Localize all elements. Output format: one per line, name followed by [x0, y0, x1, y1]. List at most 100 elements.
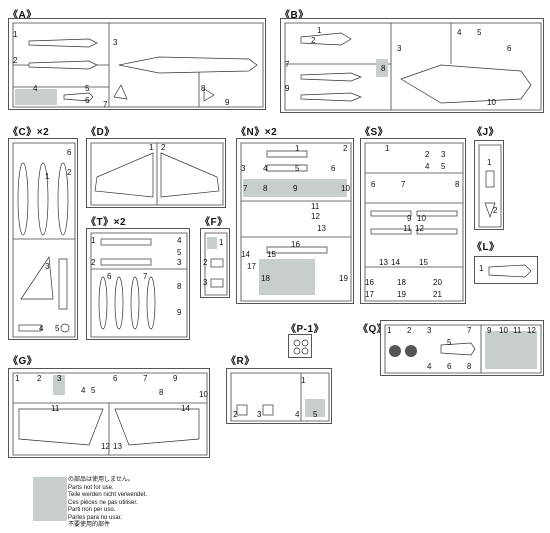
sprue-n-part-1: 1	[295, 144, 300, 153]
sprue-label-p1: 《P-1》	[286, 324, 325, 335]
sprue-q-part-10: 10	[499, 326, 508, 335]
sprue-a-part-3: 3	[113, 38, 118, 47]
sprue-q-part-12: 12	[527, 326, 536, 335]
sprue-s-part-19: 19	[397, 290, 406, 299]
sprue-g-part-7: 7	[143, 374, 148, 383]
sprue-n-part-9: 9	[293, 184, 298, 193]
sprue-n-part-10: 10	[341, 184, 350, 193]
sprue-p1-drawing	[293, 339, 309, 355]
sprue-label-d: 《D》	[86, 127, 115, 138]
sprue-s-part-8: 8	[455, 180, 460, 189]
sprue-label-c: 《C》×2	[8, 127, 50, 138]
sprue-g-part-2: 2	[37, 374, 42, 383]
sprue-r-part-2: 2	[233, 410, 238, 419]
sprue-t-part-5: 5	[177, 248, 182, 257]
sprue-b-part-5: 5	[477, 28, 482, 37]
sprue-label-s: 《S》	[360, 127, 389, 138]
sprue-n-part-2: 2	[343, 144, 348, 153]
sprue-s-part-20: 20	[433, 278, 442, 287]
sprue-g-part-8: 8	[159, 388, 164, 397]
sprue-label-f: 《F》	[200, 217, 228, 228]
sprue-g-part-10: 10	[199, 390, 208, 399]
sprue-d-part-1: 1	[149, 143, 154, 152]
sprue-label-b: 《B》	[280, 10, 309, 21]
legend-line-zh: 不要使用的部件	[68, 522, 111, 528]
sprue-j-frame: 1 2	[474, 140, 504, 230]
sprue-g-part-12: 12	[101, 442, 110, 451]
sprue-a-part-7: 7	[103, 100, 108, 109]
legend-swatch	[33, 477, 67, 521]
sprue-c-part-5: 5	[55, 324, 60, 333]
legend-line-fr: Ces pièces ne pas utiliser.	[68, 499, 138, 506]
sprue-n-part-5: 5	[295, 164, 300, 173]
sprue-a-part-5: 5	[85, 84, 90, 93]
sprue-q-drawing	[384, 324, 542, 374]
sprue-r-part-3: 3	[257, 410, 262, 419]
sprue-g-frame: 1 2 3 4 5 6 7 8 9 10 11 12 13 14	[8, 368, 210, 458]
sprue-c-part-2: 2	[67, 168, 72, 177]
sprue-s-part-21: 21	[433, 290, 442, 299]
sprue-n-part-6: 6	[331, 164, 336, 173]
sprue-c-part-4: 4	[39, 324, 44, 333]
sprue-n-part-11: 11	[311, 202, 320, 211]
sprue-q-part-1: 1	[387, 326, 392, 335]
sprue-t-frame: 1 2 3 4 5 6 7 8 9	[86, 228, 190, 340]
sprue-s-part-12: 12	[415, 224, 424, 233]
sprue-s-part-1: 1	[385, 144, 390, 153]
sprue-l-drawing	[488, 264, 532, 278]
sprue-s-part-17: 17	[365, 290, 374, 299]
sprue-n-part-3: 3	[241, 164, 246, 173]
sprue-q-part-11: 11	[513, 326, 522, 335]
sprue-s-part-15: 15	[419, 258, 428, 267]
sprue-c-frame: 1 2 3 4 5 6	[8, 138, 78, 340]
sprue-s-part-13: 13	[379, 258, 388, 267]
sprue-c-part-1: 1	[45, 172, 50, 181]
sprue-n-part-16: 16	[291, 240, 300, 249]
sprue-r-part-5: 5	[313, 410, 318, 419]
sprue-b-part-4: 4	[457, 28, 462, 37]
sprue-f-frame: 1 2 3	[200, 228, 230, 298]
sprue-a-part-8: 8	[201, 84, 206, 93]
sprue-b-frame: 1 2 3 4 5 6 7 8 9 10	[280, 18, 544, 113]
sprue-t-part-8: 8	[177, 282, 182, 291]
sprue-a-part-6: 6	[85, 96, 90, 105]
legend-line-es: Partes para no usar.	[68, 514, 123, 521]
sprue-a-part-9: 9	[225, 98, 230, 107]
sprue-b-part-8: 8	[381, 64, 386, 73]
sprue-label-g: 《G》	[8, 356, 38, 367]
sprue-q-part-3: 3	[427, 326, 432, 335]
sprue-s-part-7: 7	[401, 180, 406, 189]
sprue-t-part-2: 2	[91, 258, 96, 267]
sprue-s-part-9: 9	[407, 214, 412, 223]
sprue-s-part-6: 6	[371, 180, 376, 189]
sprue-f-part-3: 3	[203, 278, 208, 287]
sprue-g-part-11: 11	[51, 404, 60, 413]
sprue-g-part-1: 1	[15, 374, 20, 383]
sprue-s-part-5: 5	[441, 162, 446, 171]
sprue-a-part-4: 4	[33, 84, 38, 93]
sprue-g-part-3: 3	[57, 374, 62, 383]
sprue-b-part-9: 9	[285, 84, 290, 93]
sprue-l-part-1: 1	[479, 264, 484, 273]
sprue-b-part-10: 10	[487, 98, 496, 107]
sprue-s-part-10: 10	[417, 214, 426, 223]
sprue-q-part-5: 5	[447, 338, 452, 347]
legend-notes: の部品は使用しません。 Parts not for use. Teile wer…	[68, 477, 147, 530]
sprue-n-part-18: 18	[261, 274, 270, 283]
sprue-label-n: 《N》×2	[236, 127, 278, 138]
sprue-label-l: 《L》	[472, 242, 500, 253]
sprue-n-part-8: 8	[263, 184, 268, 193]
sprue-b-part-3: 3	[397, 44, 402, 53]
sprue-s-part-18: 18	[397, 278, 406, 287]
sprue-d-frame: 1 2	[86, 138, 226, 208]
sprue-t-part-3: 3	[177, 258, 182, 267]
sprue-n-part-19: 19	[339, 274, 348, 283]
sprue-n-part-15: 15	[267, 250, 276, 259]
sprue-c-drawing	[12, 142, 76, 338]
sprue-n-part-13: 13	[317, 224, 326, 233]
sprue-f-drawing	[204, 232, 228, 296]
sprue-s-part-4: 4	[425, 162, 430, 171]
legend-line-en: Parts not for use.	[68, 484, 114, 491]
sprue-q-part-9: 9	[487, 326, 492, 335]
sprue-j-drawing	[478, 144, 502, 228]
